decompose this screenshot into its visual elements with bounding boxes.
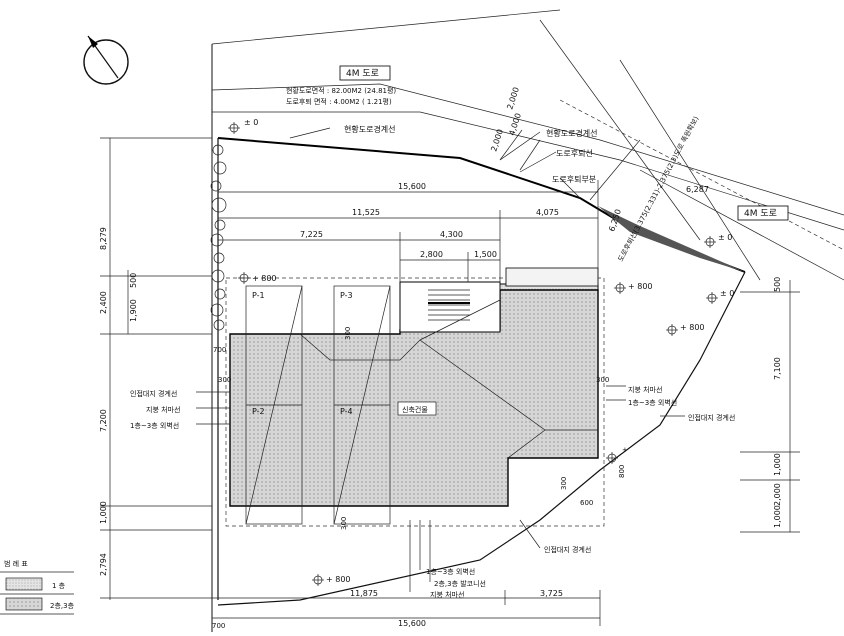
callout-adjacent-boundary-bottom: 인접대지 경계선 <box>544 545 591 554</box>
dim-in-300d: 300 <box>560 477 568 490</box>
road-right-box <box>737 205 789 221</box>
legend: 범 례 표 1 층 2층,3층 <box>0 559 75 615</box>
new-building-label: 신축건물 <box>402 405 428 414</box>
dim-right-7100: 7,100 <box>773 357 782 380</box>
road-right-edge <box>639 169 844 281</box>
parking-p2: P-2 <box>252 407 265 416</box>
eave-line-outline <box>225 277 605 527</box>
road-top-label: 4M 도로 <box>346 69 379 79</box>
dim-right-2000: 2,000 <box>773 483 782 506</box>
road-area-line1: 현황도로면적 : 82.00M2 (24.81평) <box>286 86 396 95</box>
dim-right-1000: 1,000 <box>773 453 782 476</box>
callout-current-road-boundary-1: 현황도로경계선 <box>344 124 396 134</box>
level-right-low: ± 0 <box>720 289 734 298</box>
level-p800-c: + 800 <box>680 323 705 332</box>
dim-bot-11875: 11,875 <box>350 589 378 598</box>
dim-6287: 6,287 <box>686 185 709 194</box>
parking-p3: P-3 <box>340 291 353 300</box>
dim-right-1000b: 1,000 <box>773 505 782 528</box>
dim-bot-700: 700 <box>212 622 225 630</box>
legend-row2: 2층,3층 <box>50 601 75 610</box>
dim-left-7200: 7,200 <box>99 409 108 432</box>
road-diag-1 <box>539 19 701 241</box>
dim-left-8279: 8,279 <box>99 227 108 250</box>
leader-lines <box>196 127 685 592</box>
dim-in-300e: 300 <box>340 517 348 530</box>
dim-2000-a: 2,000 <box>489 128 505 153</box>
dim-bot-3725: 3,725 <box>540 589 563 598</box>
callout-roof-eave-left: 지붕 처마선 <box>146 405 180 414</box>
dim-left-1900: 1,900 <box>129 299 138 322</box>
level-markers <box>228 122 718 586</box>
legend-title: 범 례 표 <box>4 559 28 568</box>
legend-swatch-2 <box>5 597 43 611</box>
dim-left-2400: 2,400 <box>99 291 108 314</box>
callout-adjacent-boundary-left: 인접대지 경계선 <box>130 389 177 398</box>
dim-right-500: 500 <box>773 277 782 292</box>
staircase <box>399 281 501 333</box>
dim-1500: 1,500 <box>474 250 497 259</box>
dim-bot-15600: 15,600 <box>398 619 426 628</box>
dim-left-500: 500 <box>129 273 138 288</box>
callout-outer-wall-bottom: 1층~3층 외벽선 <box>426 567 475 576</box>
parking-stalls <box>245 285 391 525</box>
road-diag-2 <box>619 59 761 281</box>
callout-roof-eave-bottom: 지붕 처마선 <box>430 590 464 599</box>
parking-p1: P-1 <box>252 291 265 300</box>
dim-in-600: 600 <box>580 499 593 507</box>
dim-in-300b: 300 <box>344 327 352 340</box>
dim-in-700: 700 <box>213 346 226 354</box>
dim-left-1000: 1,000 <box>99 501 108 524</box>
road-line-1 <box>211 83 844 216</box>
parking-p4: P-4 <box>340 407 353 416</box>
level-top-left: ± 0 <box>244 118 258 127</box>
dim-left-2794: 2,794 <box>99 553 108 576</box>
road-setback-dash <box>559 99 844 251</box>
north-arrow-icon <box>83 35 129 85</box>
road-top-box <box>339 65 391 81</box>
dim-4000: 4,000 <box>507 112 523 137</box>
level-p800-b: + 800 <box>628 282 653 291</box>
road-area-line2: 도로후퇴 면적 : 4.00M2 ( 1.21평) <box>286 97 392 106</box>
road-line-2 <box>212 111 844 231</box>
dim-7225: 7,225 <box>300 230 323 239</box>
dim-15600-top: 15,600 <box>398 182 426 191</box>
dim-4300: 4,300 <box>440 230 463 239</box>
dimension-lines <box>100 129 800 626</box>
callout-outer-wall-right: 1층~3층 외벽선 <box>628 398 677 407</box>
level-p800-d: + 800 <box>326 575 351 584</box>
roof-ridge-lines <box>299 299 598 459</box>
planter <box>505 267 599 287</box>
callout-adjacent-boundary-right: 인접대지 경계선 <box>688 413 735 422</box>
dim-in-300c: 300 <box>596 376 609 384</box>
dim-4075: 4,075 <box>536 208 559 217</box>
callout-balcony-line: 2층,3층 발코니선 <box>434 579 486 588</box>
callout-current-road-boundary-2: 현황도로경계선 <box>546 128 598 138</box>
callout-road-setback-part: 도로후퇴부분 <box>552 175 596 184</box>
level-right: ± 0 <box>718 233 732 242</box>
road-right-label: 4M 도로 <box>744 209 777 219</box>
dim-11525: 11,525 <box>352 208 380 217</box>
building-label-box <box>397 401 437 416</box>
legend-swatch-1 <box>5 577 43 591</box>
dim-2000-b: 2,000 <box>505 86 521 111</box>
dim-in-800: 800 <box>618 465 626 478</box>
frame-top-line <box>211 9 561 45</box>
level-p800-a: + 800 <box>252 274 277 283</box>
callout-outer-wall-left: 1층~3층 외벽선 <box>130 421 179 430</box>
level-small: + <box>622 446 628 454</box>
dim-2800: 2,800 <box>420 250 443 259</box>
callout-roof-eave-right: 지붕 처마선 <box>628 385 662 394</box>
site-boundary-east-south <box>217 271 746 606</box>
legend-row1: 1 층 <box>52 581 66 590</box>
dim-in-300a: 300 <box>218 376 231 384</box>
callout-road-setback-line: 도로후퇴선 <box>556 149 593 158</box>
